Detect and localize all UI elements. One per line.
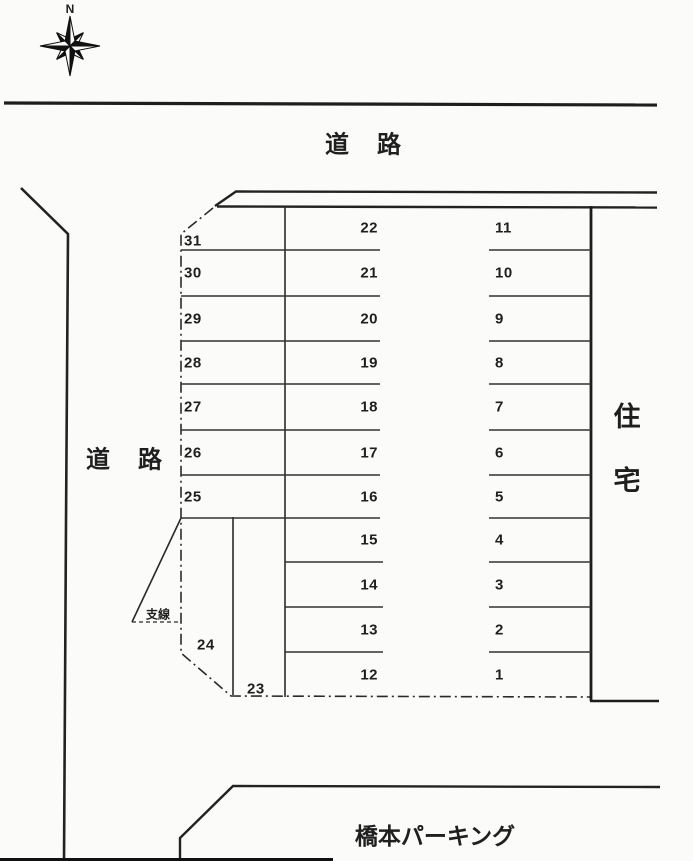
parking-spot-15: 15 [360, 531, 378, 549]
parking-spot-13: 13 [360, 621, 378, 638]
stall-dividers-middle [285, 561, 383, 653]
parking-spot-29: 29 [184, 310, 202, 327]
parking-spot-3: 3 [495, 576, 504, 593]
parking-spot-8: 8 [495, 354, 504, 371]
parking-spot-5: 5 [495, 488, 504, 505]
residence-label: 住 宅 [614, 404, 641, 495]
parking-spot-22: 22 [360, 219, 378, 237]
parking-spot-7: 7 [495, 398, 504, 416]
compass-north-label: N [65, 2, 75, 16]
left-road-line [20, 187, 70, 861]
parking-spot-11: 11 [495, 219, 512, 237]
parking-spot-18: 18 [360, 398, 378, 416]
parking-spot-23: 23 [247, 680, 265, 698]
parking-spot-14: 14 [360, 576, 378, 593]
parking-spot-31: 31 [184, 232, 202, 250]
easement-triangle-hypotenuse [131, 517, 182, 623]
parking-spot-6: 6 [495, 444, 504, 461]
parking-spot-16: 16 [360, 488, 378, 505]
parking-spot-2: 2 [495, 621, 504, 638]
parking-spot-10: 10 [495, 264, 513, 282]
parking-spot-20: 20 [360, 310, 378, 327]
parking-spot-1: 1 [495, 666, 504, 683]
stall-dividers-left-middle [181, 249, 380, 519]
road-label-top: 道 路 [325, 131, 403, 159]
boundary-dashdot-line [180, 207, 592, 698]
compass-rose-icon [39, 15, 101, 77]
residence-char-2: 宅 [613, 466, 641, 496]
lot-top-outer-line [214, 190, 658, 207]
parking-spot-24: 24 [197, 636, 215, 654]
bottom-road-line [178, 784, 661, 861]
parking-spot-28: 28 [184, 354, 202, 371]
parking-spot-12: 12 [360, 666, 378, 683]
parking-spot-27: 27 [184, 398, 202, 416]
parking-spot-19: 19 [360, 354, 378, 371]
top-road-line [3, 101, 658, 107]
stall-dividers-right [489, 249, 591, 653]
residence-char-1: 住 [613, 402, 641, 432]
lot-top-inner-line [216, 205, 658, 209]
facility-name: 橋本パーキング [354, 823, 516, 849]
parking-spot-4: 4 [495, 531, 504, 549]
parking-spot-21: 21 [360, 264, 378, 282]
road-label-left: 道 路 [86, 446, 164, 474]
parking-spot-26: 26 [184, 444, 202, 461]
parking-spot-9: 9 [495, 310, 504, 327]
parking-spot-17: 17 [360, 444, 378, 461]
easement-label: 支線 [145, 607, 171, 622]
parking-spot-30: 30 [184, 264, 202, 282]
parking-spot-25: 25 [184, 488, 202, 505]
